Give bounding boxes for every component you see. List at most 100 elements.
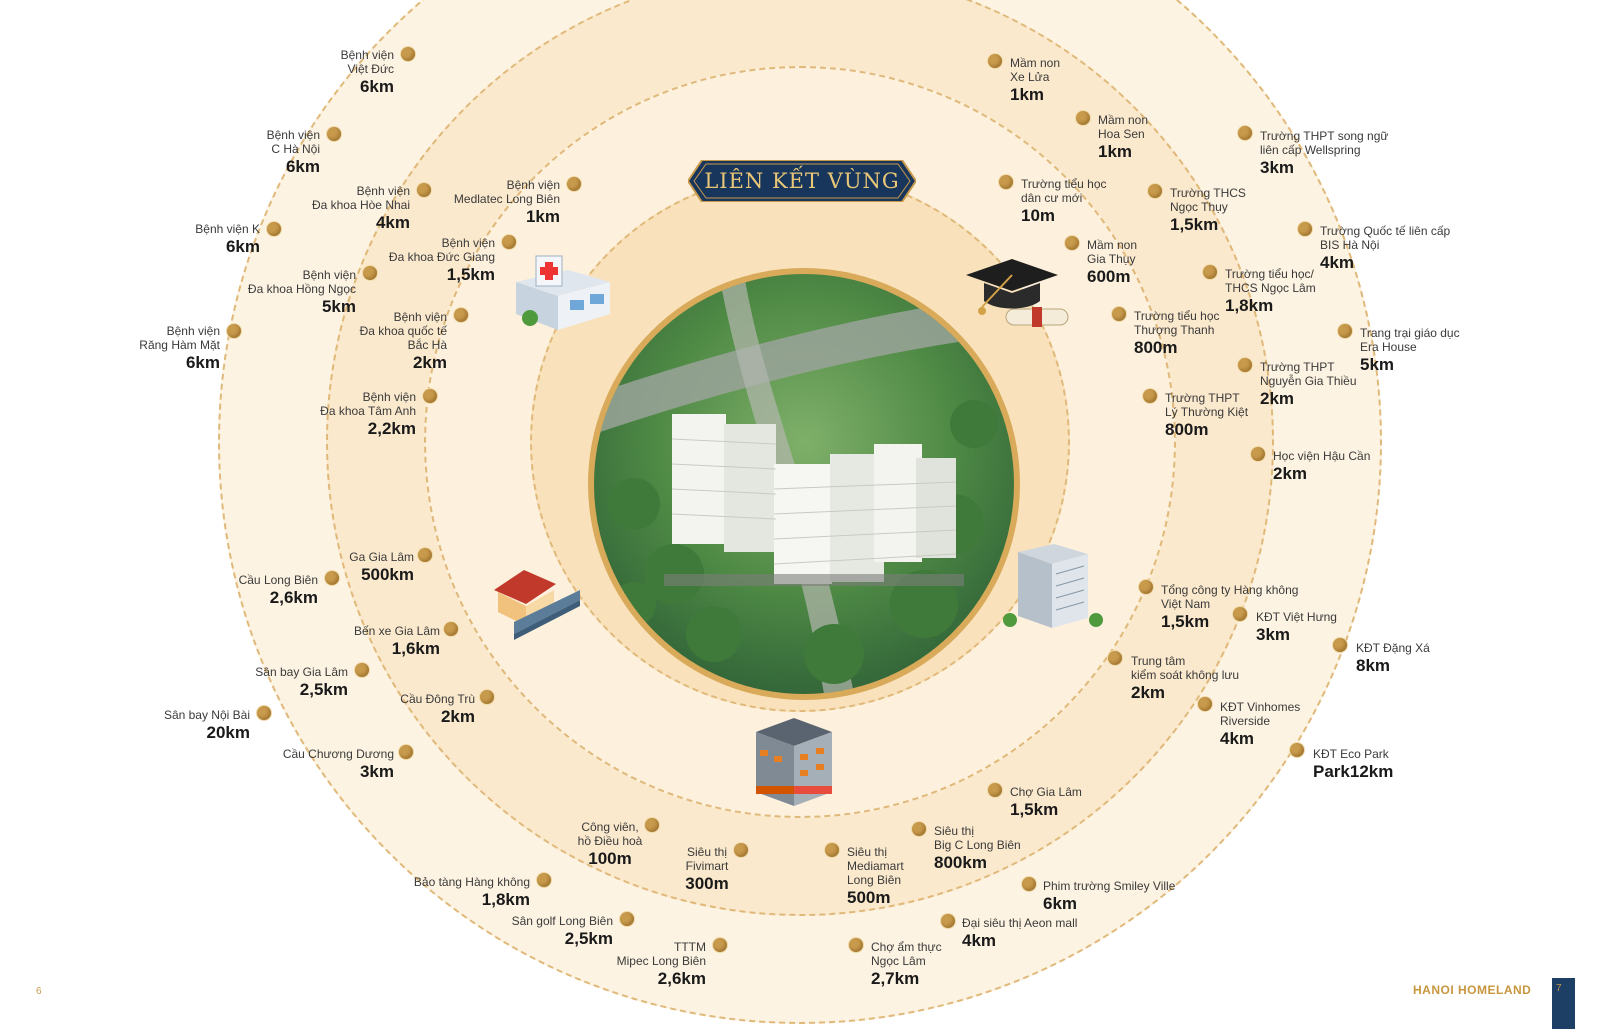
landmark-name: Sân golf Long Biên	[511, 914, 613, 928]
landmark-distance: 1,5km	[1010, 800, 1059, 819]
landmark-distance: 2km	[1131, 683, 1166, 702]
landmark-name: Ga Gia Lâm	[349, 550, 414, 564]
landmark-name: Mầm non Gia Thụy	[1087, 238, 1138, 266]
landmark-name: KĐT Vinhomes Riverside	[1220, 700, 1301, 728]
landmark-name: Bệnh viện Đa khoa Tâm Anh	[320, 390, 416, 418]
landmark-name: Cầu Đông Trù	[400, 692, 475, 706]
landmark-name: Sân bay Nội Bài	[163, 708, 250, 722]
marker-dot	[399, 745, 413, 759]
landmark-distance: 6km	[1043, 894, 1078, 913]
landmark-distance: 1km	[1098, 142, 1133, 161]
marker-dot	[363, 266, 377, 280]
landmark-distance: 500m	[847, 888, 891, 907]
landmark-name: Bệnh viện Đa khoa Hòe Nhai	[311, 184, 410, 212]
page-number-right: 7	[1556, 983, 1562, 994]
marker-dot	[1238, 358, 1252, 372]
project-aerial-photo	[588, 268, 1020, 700]
office-tower-icon	[1003, 544, 1103, 628]
landmark-distance: 1,6km	[391, 639, 440, 658]
landmark-name: Cầu Long Biên	[238, 573, 318, 587]
brand-accent-bar	[1552, 978, 1575, 1029]
landmark-distance: 1,5km	[1161, 612, 1210, 631]
brand-name: HANOI HOMELAND	[1413, 983, 1532, 997]
landmark-name: Mầm non Xe Lửa	[1010, 56, 1061, 84]
landmark-name: Bệnh viện Medlatec Long Biên	[453, 178, 560, 206]
landmark-name: Trường THPT Nguyễn Gia Thiều	[1260, 360, 1357, 388]
marker-dot	[645, 818, 659, 832]
marker-dot	[1233, 607, 1247, 621]
landmark-distance: 3km	[359, 762, 394, 781]
landmark-name: Cầu Chương Dương	[282, 747, 394, 761]
landmark-distance: 5km	[1360, 355, 1395, 374]
landmark-distance: 800m	[1134, 338, 1178, 357]
landmark-distance: 2km	[1260, 389, 1295, 408]
landmark-distance: 6km	[359, 77, 394, 96]
marker-dot	[355, 663, 369, 677]
landmark-label: Trường THPT song ngữ liên cấp Wellspring…	[1260, 129, 1388, 178]
landmark-name: Trường THCS Ngọc Thụy	[1170, 186, 1246, 214]
landmark-distance: 500km	[361, 565, 414, 584]
landmark-distance: 1,8km	[481, 890, 530, 909]
landmark-name: Siêu thị Mediamart Long Biên	[847, 845, 904, 887]
marker-dot	[620, 912, 634, 926]
landmark-name: Bệnh viện C Hà Nội	[266, 128, 320, 156]
marker-dot	[1198, 697, 1212, 711]
marker-dot	[713, 938, 727, 952]
landmark-distance: 6km	[225, 237, 260, 256]
marker-dot	[999, 175, 1013, 189]
landmark-name: Chợ Gia Lâm	[1010, 785, 1082, 799]
landmark-name: KĐT Việt Hưng	[1256, 610, 1337, 624]
landmark-distance: 2,2km	[367, 419, 416, 438]
landmark-distance: 2km	[412, 353, 447, 372]
landmark-name: Bệnh viện K	[195, 222, 260, 236]
marker-dot	[1238, 126, 1252, 140]
marker-dot	[537, 873, 551, 887]
landmark-distance: 6km	[285, 157, 320, 176]
landmark-name: Chợ ẩm thực Ngọc Lâm	[871, 940, 942, 968]
marker-dot	[1143, 389, 1157, 403]
landmark-name: Trường tiểu học dân cư mới	[1021, 177, 1107, 205]
landmark-name: Trung tâm kiểm soát không lưu	[1131, 654, 1240, 682]
marker-dot	[1251, 447, 1265, 461]
marker-dot	[1298, 222, 1312, 236]
marker-dot	[480, 690, 494, 704]
landmark-distance: 2,6km	[657, 969, 706, 988]
landmark-distance: 20km	[206, 723, 250, 742]
marker-dot	[912, 822, 926, 836]
landmark-name: Đại siêu thị Aeon mall	[962, 916, 1078, 930]
hospital-building-icon	[516, 255, 610, 330]
landmark-name: Bệnh viện Đa khoa quốc tế Bắc Hà	[359, 310, 447, 352]
marker-dot	[267, 222, 281, 236]
marker-dot	[401, 47, 415, 61]
marker-dot	[825, 843, 839, 857]
landmark-distance: 600m	[1087, 267, 1131, 286]
landmark-distance: Park12km	[1313, 762, 1394, 781]
landmark-name: Trường THPT Lý Thường Kiệt	[1165, 391, 1249, 419]
landmark-distance: 1,5km	[446, 265, 495, 284]
